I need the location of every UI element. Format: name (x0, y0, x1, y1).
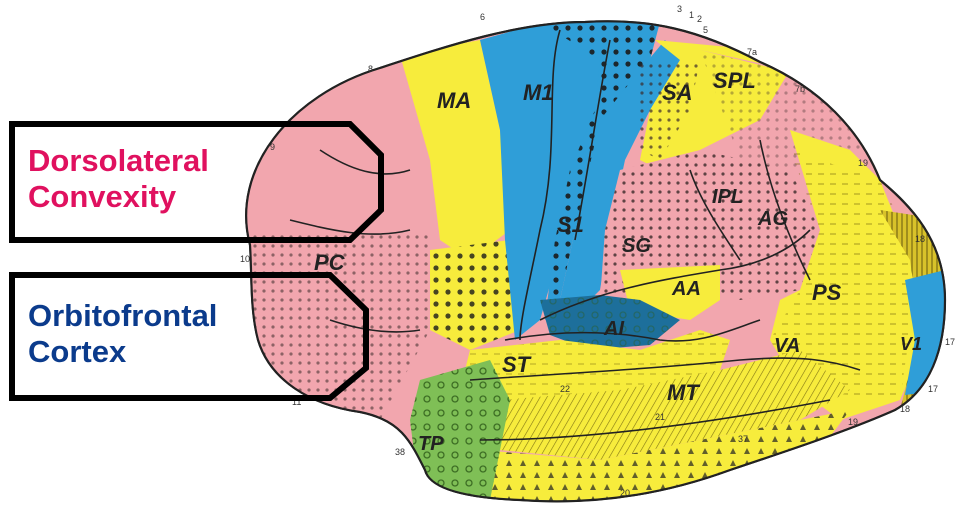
dorsolateral-line2: Convexity (28, 179, 209, 215)
area-number: 9 (270, 142, 275, 152)
label-m1: M1 (523, 80, 554, 105)
label-v1: V1 (900, 334, 922, 354)
area-number: 6 (480, 12, 485, 22)
label-tp: TP (418, 433, 444, 455)
area-number: 37 (738, 434, 748, 444)
area-number: 22 (560, 384, 570, 394)
orbitofrontal-line2: Cortex (28, 334, 217, 370)
area-number: 5 (703, 25, 708, 35)
area-number: 7a (747, 47, 757, 57)
dorsolateral-line1: Dorsolateral (28, 143, 209, 179)
label-mt: MT (667, 380, 700, 405)
label-sg: SG (622, 235, 651, 257)
area-number: 10 (240, 254, 250, 264)
area-number: 1 (689, 10, 694, 20)
label-ag: AG (757, 208, 788, 230)
area-number: 7b (795, 84, 805, 94)
area-number: 18 (915, 234, 925, 244)
label-st: ST (502, 352, 532, 377)
label-ai: AI (603, 318, 624, 340)
area-number: 3 (677, 4, 682, 14)
label-ma: MA (437, 88, 471, 113)
orbitofrontal-callout-text: Orbitofrontal Cortex (28, 298, 217, 370)
label-sa: SA (662, 80, 693, 105)
label-va: VA (774, 335, 800, 357)
area-number: 8 (368, 64, 373, 74)
orbitofrontal-line1: Orbitofrontal (28, 298, 217, 334)
area-number: 19 (848, 417, 858, 427)
label-ipl: IPL (712, 186, 743, 208)
dorsolateral-callout-text: Dorsolateral Convexity (28, 143, 209, 215)
label-spl: SPL (713, 68, 756, 93)
area-number: 18 (900, 404, 910, 414)
area-number: 2 (697, 14, 702, 24)
label-ps: PS (812, 280, 842, 305)
area-number: 20 (620, 488, 630, 498)
label-aa: AA (671, 278, 701, 300)
label-s1: S1 (557, 212, 584, 237)
area-number: 38 (395, 447, 405, 457)
label-pc: PC (314, 250, 346, 275)
area-number: 19 (858, 158, 868, 168)
area-number: 17 (945, 337, 955, 347)
area-number: 21 (655, 412, 665, 422)
area-number: 17 (928, 384, 938, 394)
